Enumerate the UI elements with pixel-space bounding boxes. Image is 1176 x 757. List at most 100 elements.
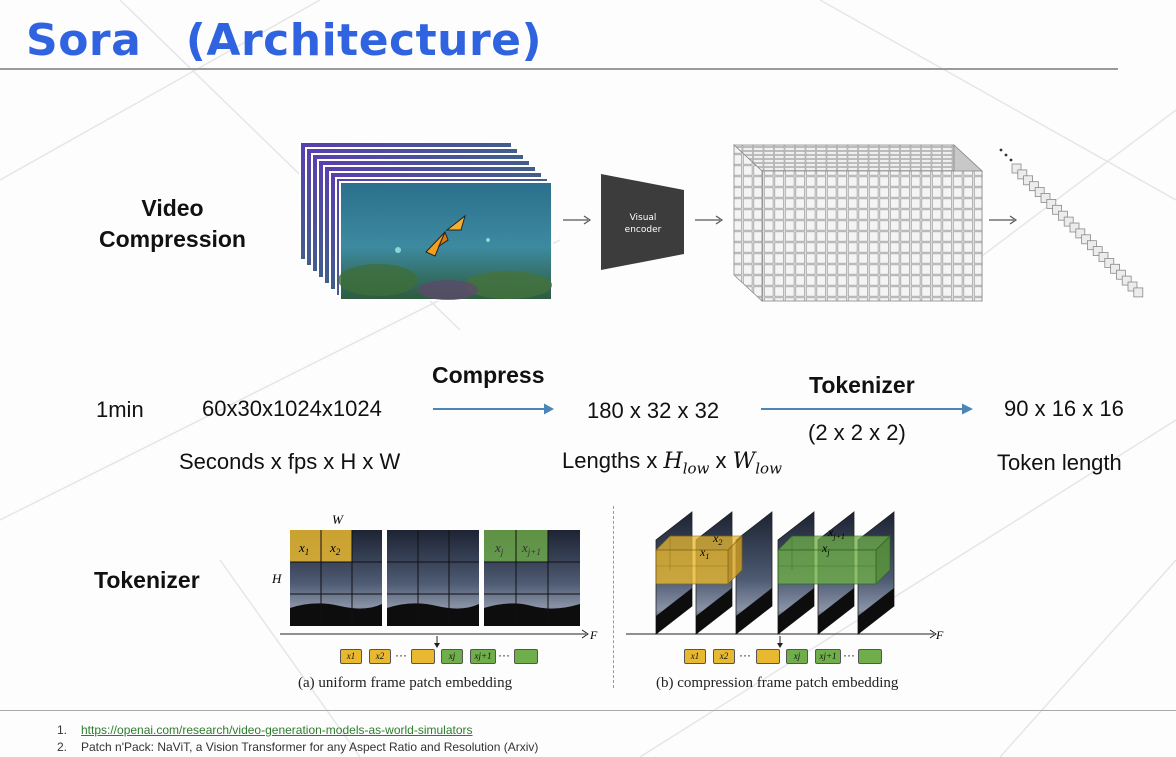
uniform-patch-figure: W H x1 x2 xj xj+1 F [271, 512, 598, 648]
latent-cube [732, 144, 984, 302]
token-block [1040, 193, 1051, 203]
page-title: Sora (Architecture) [26, 15, 543, 66]
latent-dims: 180 x 32 x 32 [587, 398, 720, 423]
token-block [1069, 222, 1080, 233]
token-block [1104, 258, 1115, 268]
butterfly-icon [425, 214, 466, 257]
tokenizer-section-label: Tokenizer [94, 567, 200, 593]
token-xj-a: xj [441, 649, 463, 664]
token-block [1029, 181, 1039, 192]
token-block [1034, 187, 1045, 197]
compression-patch-figure: x2 x1 xj+1 xj F [626, 511, 944, 648]
latent-desc-h: Hlow [663, 449, 710, 478]
token-green-a [514, 649, 538, 664]
latent-desc-h-symbol: H [663, 449, 683, 474]
latent-desc-w-symbol: W [732, 449, 756, 474]
token-block [1052, 204, 1062, 215]
token-yellow-a [411, 649, 435, 664]
compression-frame-horizon [736, 588, 772, 634]
tokenizer-patch-size: (2 x 2 x 2) [808, 420, 906, 445]
token-dims: 90 x 16 x 16 [1004, 396, 1124, 421]
token-blocks [1011, 163, 1144, 298]
token-xj1-a: xj+1 [470, 649, 496, 664]
token-block [1110, 263, 1120, 274]
patch-xj-label: xj [494, 540, 504, 557]
token-x1-a: x1 [340, 649, 362, 664]
latent-desc-h-sub: low [682, 459, 710, 478]
compression-token-row: x1 x2 ··· xj xj+1 ··· [684, 648, 884, 665]
token-desc: Token length [997, 450, 1122, 475]
token-block [1133, 287, 1144, 298]
compression-frame-horizon [778, 588, 814, 634]
token-block [1121, 275, 1132, 286]
video-compression-label: Video Compression [80, 193, 265, 255]
token-x1-b: x1 [684, 649, 706, 664]
title-divider [0, 68, 1118, 70]
video-compression-label-line1: Video [141, 195, 204, 221]
token-dots-b1: ··· [739, 648, 751, 662]
compression-frame-horizon [696, 588, 732, 634]
token-green-b [858, 649, 882, 664]
patch-cube-green: xj+1 xj [777, 525, 891, 585]
input-dims: 60x30x1024x1024 [202, 396, 382, 421]
duration-label: 1min [96, 397, 144, 422]
arrow-to-tokens [989, 215, 1018, 225]
token-block [1116, 269, 1126, 280]
caption-compression: (b) compression frame patch embedding [656, 675, 899, 691]
latent-desc: Lengths x Hlow x Wlow [562, 448, 782, 477]
token-block [1127, 281, 1138, 292]
axis-h-label: H [271, 571, 282, 586]
arrow-to-latent [695, 215, 724, 225]
patch-x1-label: x1 [298, 540, 309, 557]
patch-xj1-label: xj+1 [521, 540, 541, 557]
caption-uniform: (a) uniform frame patch embedding [298, 675, 513, 691]
uniform-token-row: x1 x2 ··· xj xj+1 ··· [340, 648, 540, 665]
frame-3: xj xj+1 [484, 530, 580, 626]
visual-encoder-label-line2: encoder [624, 225, 662, 235]
tokenizer-flow-label: Tokenizer [809, 372, 915, 398]
axis-w-label: W [332, 512, 344, 527]
compression-frame-horizon [818, 588, 854, 634]
token-xj1-b: xj+1 [815, 649, 841, 664]
reference-1-link[interactable]: https://openai.com/research/video-genera… [81, 723, 473, 737]
token-block [1075, 228, 1086, 239]
patch-cube-yellow: x2 x1 [655, 531, 743, 585]
latent-desc-mid: x [709, 448, 733, 473]
section-divider-vertical [613, 506, 614, 688]
cube-xj-label: xj [821, 541, 830, 557]
latent-desc-w: Wlow [732, 449, 782, 478]
token-block [1092, 246, 1103, 256]
token-block [1023, 175, 1034, 186]
token-block [1081, 234, 1091, 245]
latent-desc-prefix: Lengths x [562, 448, 664, 473]
frame-1: x1 x2 [290, 530, 382, 626]
token-x2-b: x2 [713, 649, 735, 664]
cube-x2-label: x2 [712, 531, 722, 547]
token-sequence [999, 148, 1144, 298]
frame-2 [387, 530, 479, 626]
token-yellow-b [756, 649, 780, 664]
token-block [1098, 252, 1109, 262]
reference-2: 2.Patch n'Pack: NaViT, a Vision Transfor… [57, 740, 538, 754]
token-block [1046, 199, 1057, 209]
token-dots-b2: ··· [843, 648, 855, 662]
token-xj-b: xj [786, 649, 808, 664]
token-x2-a: x2 [369, 649, 391, 664]
latent-desc-w-sub: low [755, 459, 782, 478]
visual-encoder-label: Visual encoder [603, 212, 683, 236]
reference-1-num: 1. [57, 723, 68, 737]
token-block [1087, 240, 1097, 251]
visual-encoder-block [601, 174, 684, 270]
compression-frame-horizon [656, 588, 692, 634]
tokenizer-arrow [761, 403, 973, 415]
cube-xj1-label: xj+1 [827, 525, 845, 541]
patch-x2-label: x2 [329, 540, 341, 557]
token-block [1063, 216, 1074, 227]
axis-f-label-b: F [935, 628, 944, 642]
token-dots-a1: ··· [395, 648, 407, 662]
reference-1: 1. https://openai.com/research/video-gene… [57, 723, 473, 737]
compress-label: Compress [432, 362, 545, 388]
compression-frame-horizon [858, 588, 894, 634]
token-block [1058, 210, 1068, 221]
cube-x1-label: x1 [699, 545, 709, 561]
